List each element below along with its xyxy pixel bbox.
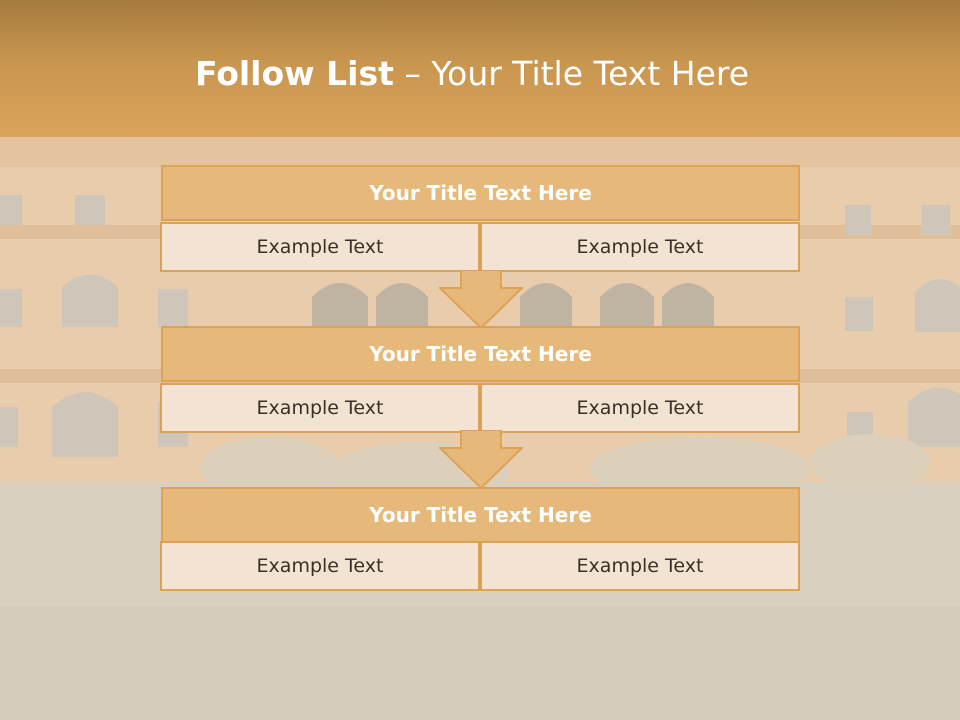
block-title-2: Your Title Text Here <box>161 326 800 382</box>
slide-title-bold: Follow List <box>194 54 394 93</box>
block-2-cell-right: Example Text <box>480 383 800 433</box>
block-title-3: Your Title Text Here <box>161 487 800 543</box>
block-3-cell-right: Example Text <box>480 541 800 591</box>
title-bar <box>0 0 960 137</box>
down-arrow-icon <box>439 270 523 330</box>
block-1-cell-right: Example Text <box>480 222 800 272</box>
down-arrow-icon <box>439 430 523 490</box>
block-2-cell-left: Example Text <box>160 383 480 433</box>
block-3-cell-left: Example Text <box>160 541 480 591</box>
slide-title: Follow List – Your Title Text Here <box>0 54 944 93</box>
block-1-cell-left: Example Text <box>160 222 480 272</box>
slide-title-rest: – Your Title Text Here <box>393 54 750 93</box>
block-title-1: Your Title Text Here <box>161 165 800 221</box>
